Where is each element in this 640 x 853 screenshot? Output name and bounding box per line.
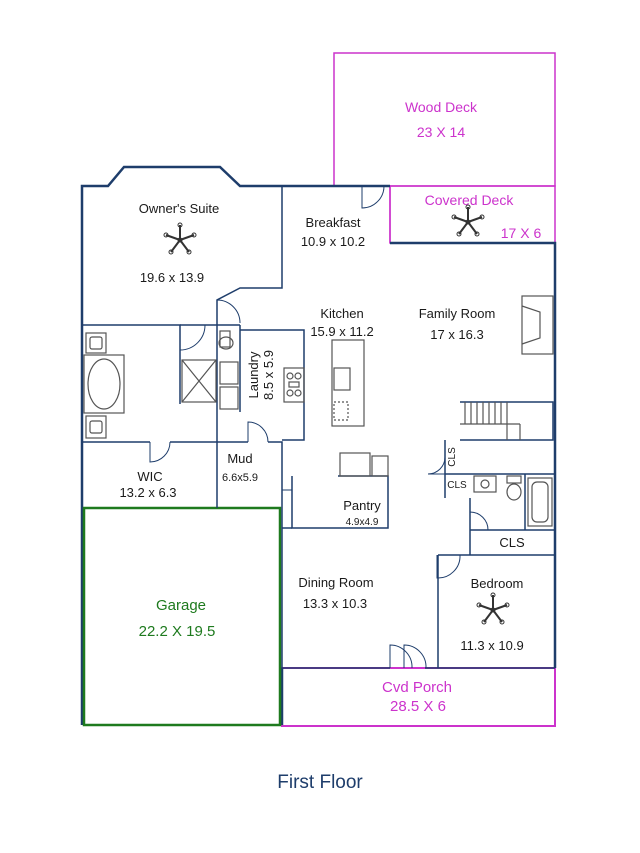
room-dims-mud: 6.6x5.9: [222, 472, 258, 484]
fixtures: [83, 295, 554, 527]
room-dims-family-room: 17 x 16.3: [430, 327, 484, 342]
room-name-pantry: Pantry: [343, 498, 381, 513]
garage-walls: [82, 506, 282, 727]
room-dims-owners-suite: 19.6 x 13.9: [140, 270, 204, 285]
sink-icon: [85, 332, 107, 354]
ceiling-fan-icon: [451, 204, 485, 237]
pantry-shelf: [339, 452, 371, 477]
room-dims-garage: 22.2 X 19.5: [139, 623, 216, 640]
fireplace-icon: [521, 295, 554, 355]
room-name-cls-stair: CLS: [447, 447, 458, 467]
room-name-garage: Garage: [156, 597, 206, 614]
room-name-wood-deck: Wood Deck: [405, 99, 478, 115]
room-dims-breakfast: 10.9 x 10.2: [301, 234, 365, 249]
sink-icon: [85, 415, 107, 439]
floor-title: First Floor: [277, 772, 363, 793]
room-dims-wood-deck: 23 X 14: [417, 124, 465, 140]
room-name-dining-room: Dining Room: [298, 575, 373, 590]
range-icon: [283, 367, 305, 403]
wood-deck-outline: [333, 52, 556, 187]
room-name-covered-deck: Covered Deck: [425, 192, 515, 208]
bathtub-icon: [527, 477, 553, 527]
room-dims-wic: 13.2 x 6.3: [119, 485, 176, 500]
room-name-bedroom: Bedroom: [471, 576, 524, 591]
door-swing-icon: [149, 185, 489, 669]
room-dims-cvd-porch: 28.5 X 6: [390, 698, 446, 715]
bathtub-basin: [87, 358, 121, 410]
room-dims-bedroom: 11.3 x 10.9: [460, 638, 523, 653]
room-name-breakfast: Breakfast: [306, 215, 361, 230]
room-name-cls-bedroom: CLS: [499, 535, 525, 550]
room-dims-pantry: 4.9x4.9: [346, 517, 379, 528]
pantry-shelf: [371, 455, 389, 477]
ceiling-fan-icon: [163, 222, 197, 255]
room-dims-laundry: 8.5 x 5.9: [261, 350, 276, 400]
shower-icon: [181, 359, 217, 403]
room-name-mud: Mud: [227, 451, 252, 466]
sink-icon: [333, 367, 351, 391]
staircase-icon: [460, 402, 521, 440]
room-name-kitchen: Kitchen: [320, 306, 363, 321]
room-dims-covered-deck: 17 X 6: [501, 225, 542, 241]
room-name-owners-suite: Owner's Suite: [139, 201, 220, 216]
room-name-family-room: Family Room: [419, 306, 496, 321]
toilet-icon: [218, 330, 234, 350]
room-name-wic: WIC: [137, 469, 162, 484]
ceiling-fan-icon: [476, 592, 510, 625]
decks: [281, 52, 556, 727]
dryer-icon: [219, 386, 239, 410]
bathtub-icon: [83, 354, 125, 414]
cvd-porch-outline: [281, 667, 556, 727]
room-name-laundry: Laundry: [246, 351, 261, 398]
washer-icon: [219, 361, 239, 385]
room-dims-dining-room: 13.3 x 10.3: [303, 596, 367, 611]
toilet-icon: [506, 475, 522, 501]
room-name-cls-bath: CLS: [447, 480, 467, 491]
dishwasher-icon: [333, 401, 349, 421]
exterior-walls: [80, 165, 557, 725]
room-dims-kitchen: 15.9 x 11.2: [310, 324, 373, 339]
sink-icon: [473, 475, 497, 493]
kitchen-island: [331, 339, 365, 427]
room-name-cvd-porch: Cvd Porch: [382, 679, 452, 696]
